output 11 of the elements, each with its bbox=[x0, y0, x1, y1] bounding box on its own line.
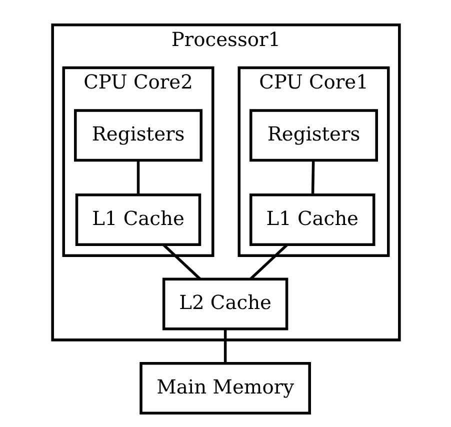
node-box: L1 Cache bbox=[249, 193, 375, 246]
connector bbox=[136, 160, 140, 195]
connector bbox=[310, 160, 314, 195]
node-box: L2 Cache bbox=[162, 278, 288, 330]
node-box: Registers bbox=[249, 109, 378, 162]
node-box: Registers bbox=[74, 109, 202, 162]
connector bbox=[223, 328, 226, 364]
node-box: L1 Cache bbox=[74, 193, 201, 246]
node-box: Main Memory bbox=[139, 362, 310, 415]
connector bbox=[162, 244, 200, 280]
connector bbox=[249, 244, 288, 280]
